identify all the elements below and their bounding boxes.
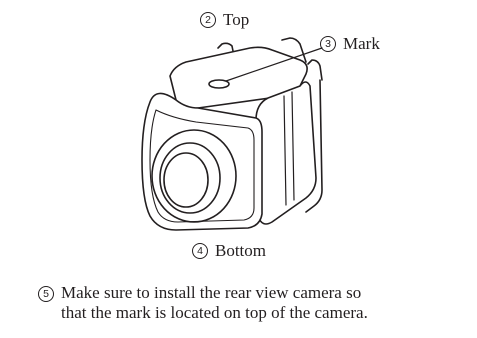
callout-mark: 3 Mark <box>320 34 380 54</box>
mark-leader-line <box>225 47 323 82</box>
callout-number-mark: 3 <box>320 36 336 52</box>
rear-view-camera-illustration <box>141 37 323 231</box>
mount-bracket-right <box>307 59 323 81</box>
callout-label-mark: Mark <box>343 34 380 53</box>
installation-note: 5 Make sure to install the rear view cam… <box>38 283 468 323</box>
lens-glass <box>163 152 209 208</box>
callout-bottom: 4 Bottom <box>192 241 266 261</box>
note-line-1: Make sure to install the rear view camer… <box>61 283 362 302</box>
note-line-2: that the mark is located on top of the c… <box>61 303 368 322</box>
lens-inner-ring <box>159 142 221 214</box>
camera-side-face <box>255 81 317 225</box>
note-text: Make sure to install the rear view camer… <box>61 283 368 323</box>
callout-number-top: 2 <box>200 12 216 28</box>
mount-bracket-left <box>217 42 235 57</box>
lens-outer-ring <box>151 129 237 223</box>
callout-number-bottom: 4 <box>192 243 208 259</box>
top-mark <box>208 79 230 89</box>
callout-top: 2 Top <box>200 10 249 30</box>
callout-label-top: Top <box>223 10 250 29</box>
camera-figure: 2 Top 3 Mark 4 Bottom <box>141 10 380 261</box>
callout-label-bottom: Bottom <box>215 241 267 260</box>
note-number: 5 <box>38 286 54 302</box>
